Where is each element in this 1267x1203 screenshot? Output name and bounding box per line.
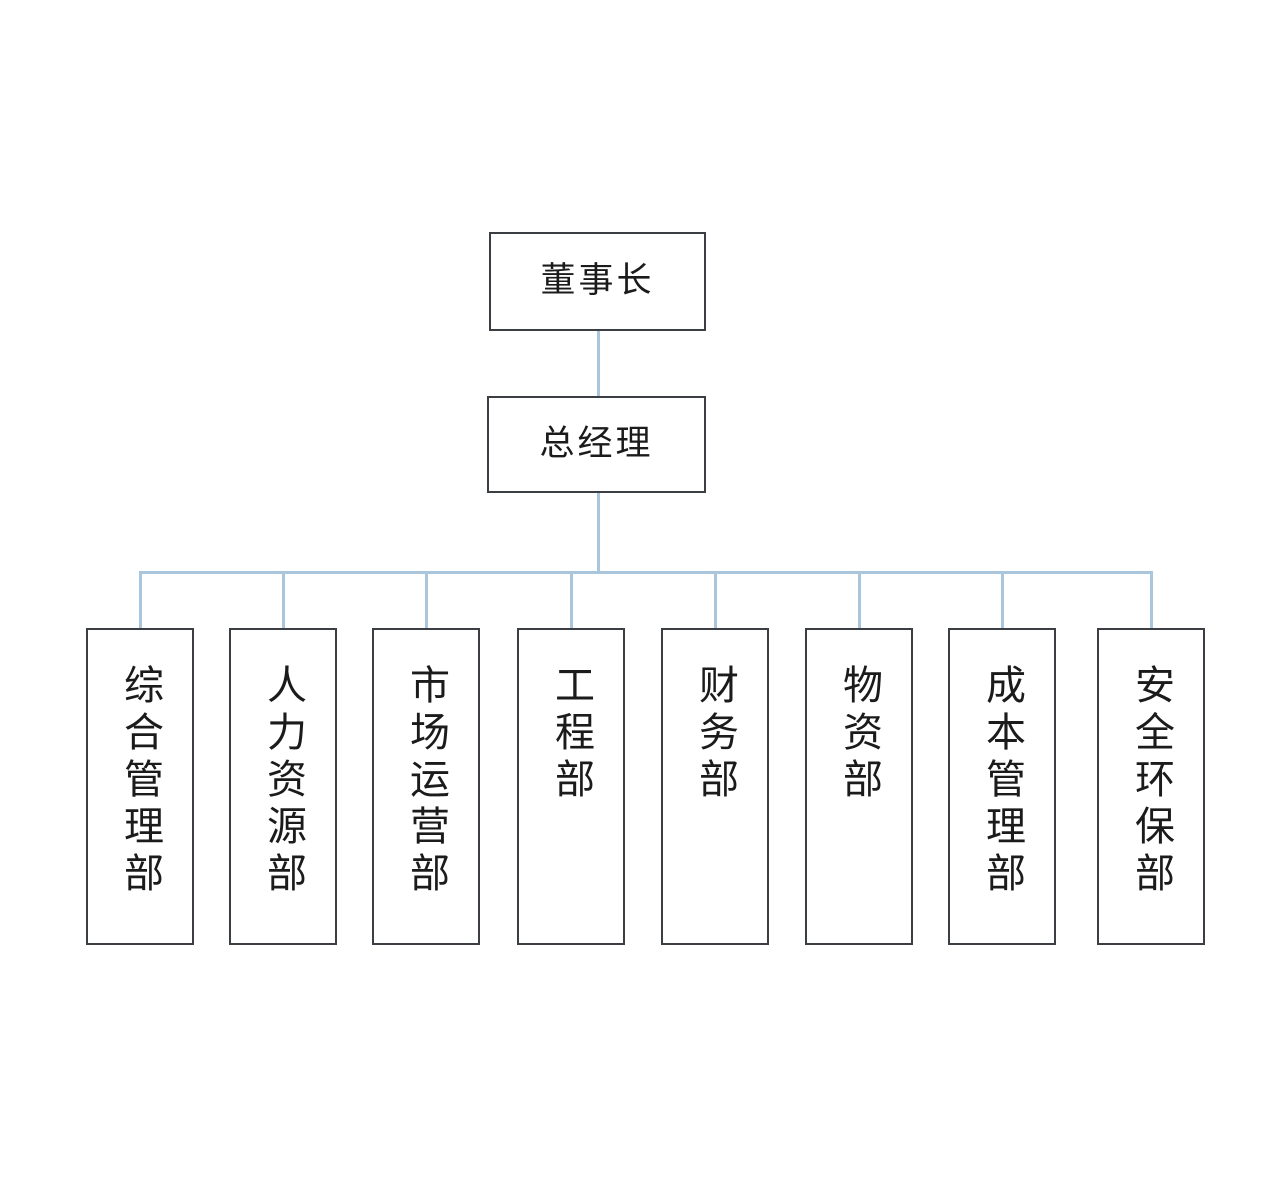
node-department-shichang-yunying[interactable]: 市场运营部: [372, 628, 480, 945]
node-general-manager[interactable]: 总经理: [487, 396, 706, 493]
node-department-gongcheng[interactable]: 工程部: [517, 628, 625, 945]
node-department-label: 工程部: [548, 664, 594, 805]
node-department-zonghe-guanli[interactable]: 综合管理部: [86, 628, 194, 945]
node-chairman[interactable]: 董事长: [489, 232, 706, 331]
connector-drop-dept-1: [139, 571, 142, 629]
connector-drop-dept-7: [1001, 571, 1004, 629]
connector-chairman-to-gm: [597, 330, 600, 396]
node-department-chengben-guanli[interactable]: 成本管理部: [948, 628, 1056, 945]
node-department-anquan-huanbao[interactable]: 安全环保部: [1097, 628, 1205, 945]
connector-drop-dept-4: [570, 571, 573, 629]
node-department-label: 成本管理部: [979, 664, 1025, 899]
connector-drop-dept-2: [282, 571, 285, 629]
node-department-label: 安全环保部: [1128, 664, 1174, 899]
node-department-label: 综合管理部: [117, 664, 163, 899]
connector-drop-dept-5: [714, 571, 717, 629]
connector-bus: [139, 571, 1153, 574]
connector-drop-dept-8: [1150, 571, 1153, 629]
connector-drop-dept-3: [425, 571, 428, 629]
node-department-label: 财务部: [692, 664, 738, 805]
node-department-wuzi[interactable]: 物资部: [805, 628, 913, 945]
node-department-label: 物资部: [836, 664, 882, 805]
node-general-manager-label: 总经理: [539, 423, 654, 464]
node-chairman-label: 董事长: [540, 260, 655, 301]
connector-drop-dept-6: [858, 571, 861, 629]
node-department-renli-ziyuan[interactable]: 人力资源部: [229, 628, 337, 945]
node-department-caiwu[interactable]: 财务部: [661, 628, 769, 945]
node-department-label: 人力资源部: [260, 664, 306, 899]
connector-gm-stem: [597, 492, 600, 573]
node-department-label: 市场运营部: [403, 664, 449, 899]
